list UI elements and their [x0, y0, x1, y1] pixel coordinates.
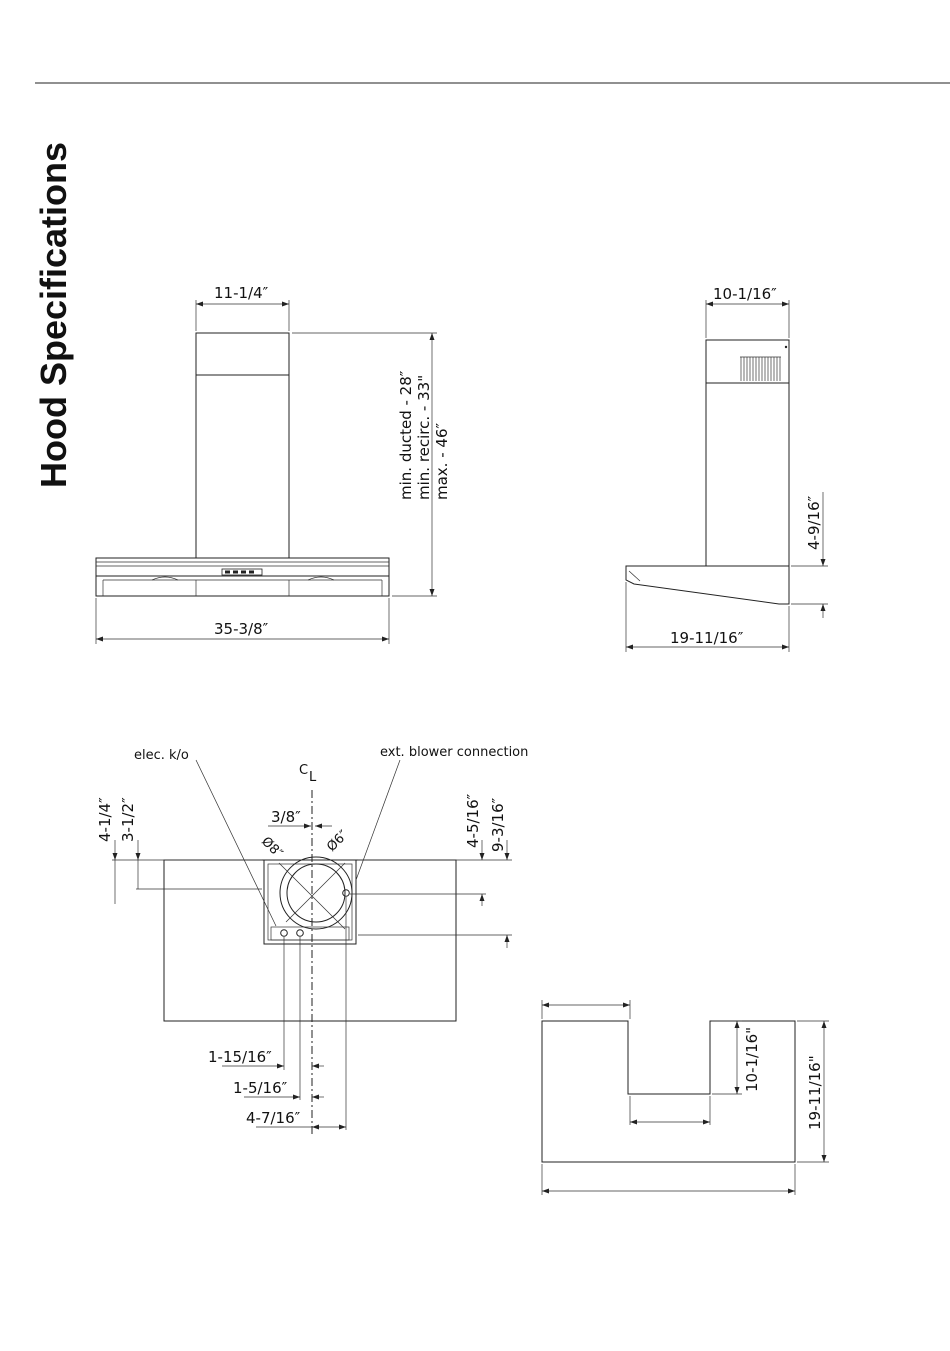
dim-1-5-16: 1-5/16″ — [233, 1079, 288, 1097]
dim-plan-19-11-16: 19-11/16" — [806, 1055, 824, 1130]
vent-grille — [740, 357, 781, 381]
dim-3-1-2: 3-1/2″ — [119, 797, 137, 842]
dim-chimney-depth: 10-1/16″ — [713, 285, 777, 303]
dim-height-max: max. - 46″ — [433, 423, 451, 500]
dim-dia-6: Ø6″ — [324, 828, 351, 855]
label-blower-connection: ext. blower connection — [380, 745, 528, 760]
centerline-l: L — [309, 770, 317, 785]
plan-view: 10-1/16" 19-11/16" — [542, 1000, 829, 1195]
dim-height-min-recirc: min. recirc. - 33" — [415, 375, 433, 500]
side-view: 10-1/16″ 19-11/16″ 4-9/16″ — [626, 285, 828, 652]
dim-9-3-16: 9-3/16″ — [489, 797, 507, 852]
front-view: 11-1/4″ 35-3/8″ min. ducted - 28″ min. r… — [96, 284, 451, 644]
dim-3-8: 3/8″ — [271, 808, 301, 826]
duct-8in — [280, 857, 352, 929]
top-view: C L elec. k/o ext. blower connection Ø8″… — [96, 745, 528, 1135]
centerline-c: C — [299, 763, 308, 778]
dim-chimney-width: 11-1/4″ — [214, 284, 269, 302]
duct-6in — [287, 864, 345, 922]
dim-hood-depth: 19-11/16″ — [670, 629, 744, 647]
page-title: Hood Specifications — [33, 142, 74, 488]
dim-1-15-16: 1-15/16″ — [208, 1048, 272, 1066]
dim-height-min-ducted: min. ducted - 28″ — [397, 370, 415, 500]
dim-dia-8: Ø8″ — [258, 834, 285, 861]
dim-4-5-16: 4-5/16″ — [464, 793, 482, 848]
label-elec-ko: elec. k/o — [134, 748, 189, 763]
dim-4-1-4: 4-1/4″ — [96, 797, 114, 842]
dim-4-7-16: 4-7/16″ — [246, 1109, 301, 1127]
dim-hood-width: 35-3/8″ — [214, 620, 269, 638]
dim-canopy-height: 4-9/16″ — [805, 495, 823, 550]
dim-plan-10-1-16: 10-1/16" — [743, 1027, 761, 1092]
